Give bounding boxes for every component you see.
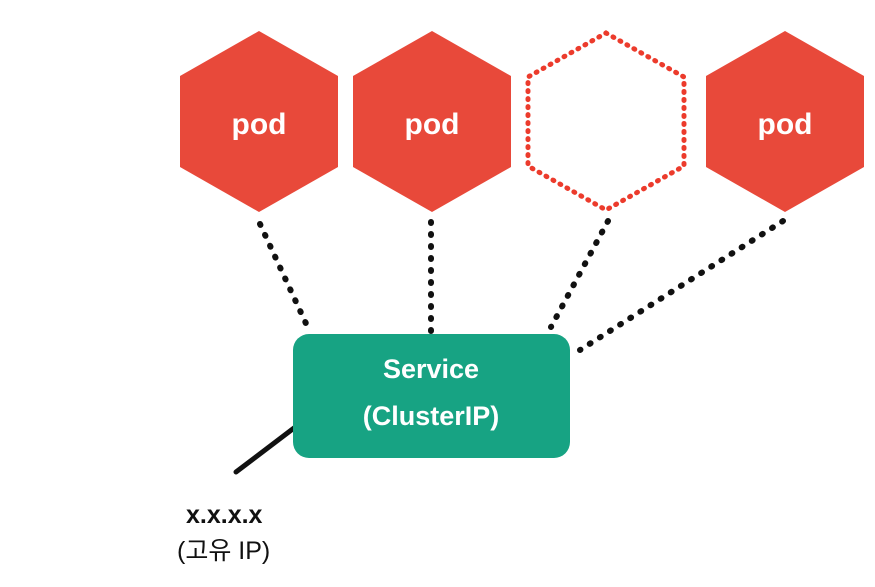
pod-hexagon-4[interactable]: pod [706,31,864,212]
pod-hexagon-4-shape [706,31,864,212]
pod-hexagon-2-label: pod [405,108,460,141]
cluster-ip-description: (고유 IP) [177,537,270,565]
connector-service-to-ip-label [233,425,297,475]
pod-hexagon-3-empty-shape [525,30,687,213]
pod-hexagon-3-empty[interactable] [525,30,687,213]
pod-hexagon-2[interactable]: pod [353,31,511,212]
service-box-shape [293,334,570,458]
service-box-subtitle: (ClusterIP) [363,401,500,431]
cluster-ip-label: x.x.x.x (고유 IP) [177,501,270,565]
connector-group [233,218,786,475]
service-box-title: Service [383,354,479,384]
pod-hexagon-1[interactable]: pod [180,31,338,212]
connector-pod3-to-service [548,218,611,330]
pod-hexagon-1-shape [180,31,338,212]
connector-pod4-to-service [577,218,786,353]
service-box[interactable]: Service (ClusterIP) [293,334,570,458]
cluster-ip-value: x.x.x.x [186,501,263,529]
pod-hexagon-1-label: pod [232,108,287,141]
connector-pod1-to-service [257,221,312,333]
pod-hexagon-4-label: pod [758,108,813,141]
pod-hexagon-2-shape [353,31,511,212]
